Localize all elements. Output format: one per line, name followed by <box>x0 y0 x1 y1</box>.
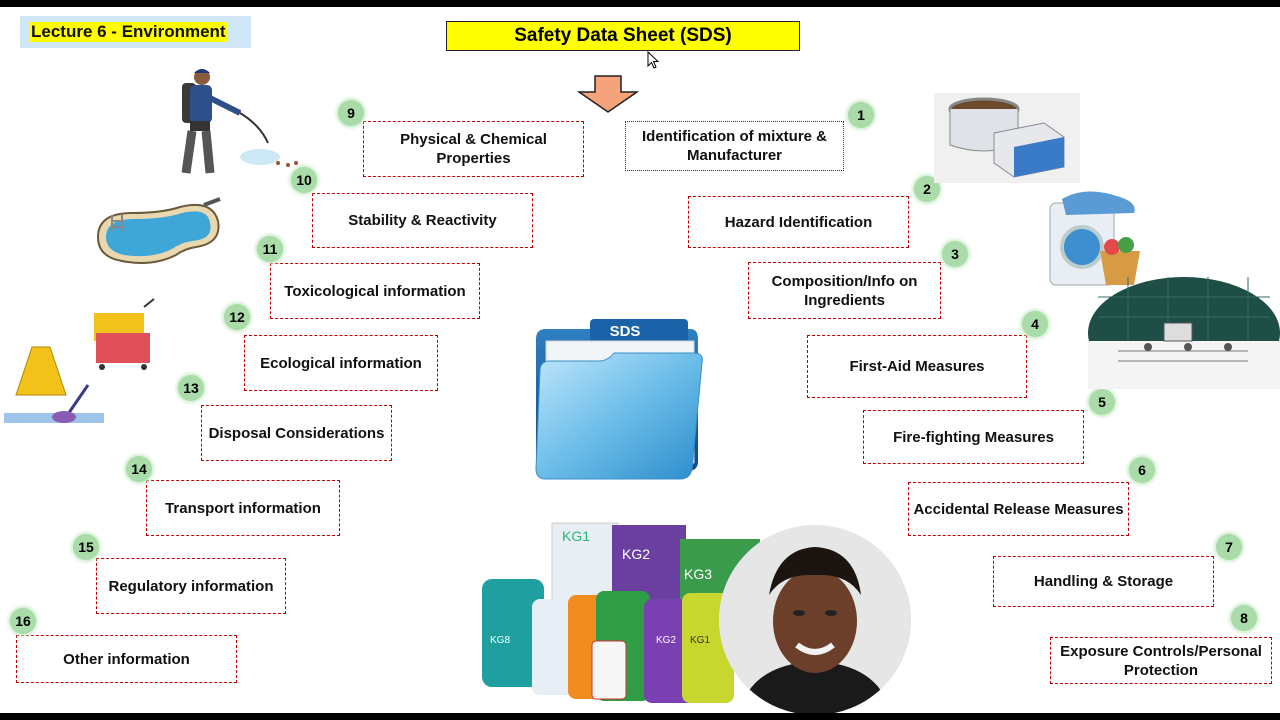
section-box-15: Regulatory information <box>96 558 286 614</box>
product-label-kg3: KG3 <box>684 566 712 582</box>
section-box-9: Physical & Chemical Properties <box>363 121 584 177</box>
section-box-1: Identification of mixture & Manufacturer <box>625 121 844 171</box>
sds-folder-image <box>535 319 703 480</box>
section-number-4: 4 <box>1022 311 1048 337</box>
section-number-8: 8 <box>1231 605 1257 631</box>
section-box-12: Ecological information <box>244 335 438 391</box>
slide: Lecture 6 - Environment Safety Data Shee… <box>0 7 1280 713</box>
cleaning-equipment-image <box>4 298 155 423</box>
section-box-13: Disposal Considerations <box>201 405 392 461</box>
section-box-11: Toxicological information <box>270 263 480 319</box>
section-box-3: Composition/Info on Ingredients <box>748 262 941 319</box>
product-label-kg8: KG8 <box>490 635 510 646</box>
kitchen-image <box>1088 277 1280 389</box>
pest-control-worker-image <box>181 69 298 174</box>
section-box-4: First-Aid Measures <box>807 335 1027 398</box>
section-number-3: 3 <box>942 241 968 267</box>
section-number-6: 6 <box>1129 457 1155 483</box>
section-box-10: Stability & Reactivity <box>312 193 533 248</box>
section-box-8: Exposure Controls/Personal Protection <box>1050 637 1272 684</box>
product-label-kg2-top: KG2 <box>622 546 650 562</box>
product-label-kg1-bottle: KG1 <box>690 635 710 646</box>
section-box-5: Fire-fighting Measures <box>863 410 1084 464</box>
slide-title: Safety Data Sheet (SDS) <box>446 21 800 51</box>
mouse-cursor-icon <box>647 51 660 69</box>
section-number-10: 10 <box>291 167 317 193</box>
section-number-1: 1 <box>848 102 874 128</box>
section-number-7: 7 <box>1216 534 1242 560</box>
swimming-pool-image <box>96 197 221 264</box>
section-number-12: 12 <box>224 304 250 330</box>
section-box-14: Transport information <box>146 480 340 536</box>
product-label-kg1-top: KG1 <box>562 528 590 544</box>
section-number-13: 13 <box>178 375 204 401</box>
section-number-14: 14 <box>126 456 152 482</box>
section-number-5: 5 <box>1089 389 1115 415</box>
section-box-7: Handling & Storage <box>993 556 1214 607</box>
lecture-label: Lecture 6 - Environment <box>20 16 251 48</box>
down-arrow-icon <box>577 75 639 113</box>
section-box-16: Other information <box>16 635 237 683</box>
section-box-2: Hazard Identification <box>688 196 909 248</box>
presenter-face-image <box>719 525 911 713</box>
section-number-15: 15 <box>73 534 99 560</box>
section-box-6: Accidental Release Measures <box>908 482 1129 536</box>
section-number-11: 11 <box>257 236 283 262</box>
cleaning-products-image: KG1 KG2 KG3 KG8 KG2 KG1 <box>482 522 760 703</box>
section-number-16: 16 <box>10 608 36 634</box>
washing-machine-image <box>1049 191 1140 286</box>
section-number-9: 9 <box>338 100 364 126</box>
presenter-webcam <box>719 525 911 713</box>
product-label-kg2-bottle: KG2 <box>656 635 676 646</box>
water-treatment-plant-image <box>934 93 1080 183</box>
folder-label: SDS <box>609 323 641 340</box>
